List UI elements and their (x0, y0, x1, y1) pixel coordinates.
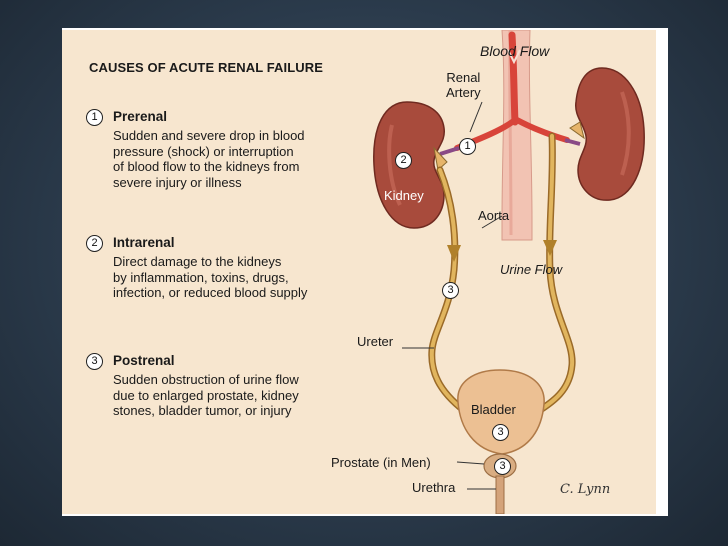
blood-flow-label: Blood Flow (480, 43, 550, 59)
renal-artery-label: Renal Artery (446, 70, 481, 100)
anatomy-illustration (373, 30, 645, 514)
cause-1-title: Prerenal (113, 109, 168, 124)
cause-1-number: 1 (86, 109, 103, 126)
cause-1-description: Sudden and severe drop in blood pressure… (113, 128, 305, 190)
urine-flow-label: Urine Flow (500, 262, 563, 277)
marker-3-ureter: 3 (442, 282, 459, 299)
leader-lines (402, 101, 503, 490)
left-urine-arrow (447, 245, 461, 262)
marker-2-kidney: 2 (395, 152, 412, 169)
right-kidney (575, 67, 645, 201)
cause-2-number: 2 (86, 235, 103, 252)
cause-2-title: Intrarenal (113, 235, 175, 250)
artist-signature: C. Lynn (560, 482, 611, 497)
cause-3-number: 3 (86, 353, 103, 370)
kidney-label: Kidney (384, 188, 424, 203)
cause-2-description: Direct damage to the kidneys by inflamma… (113, 254, 308, 300)
prostate-label: Prostate (in Men) (331, 455, 431, 470)
blood-flow-arrow (507, 49, 521, 65)
urethra-label: Urethra (412, 480, 456, 495)
ureters (428, 132, 576, 419)
marker-1-artery: 1 (459, 138, 476, 155)
bladder-label: Bladder (471, 402, 516, 417)
right-urine-arrow (543, 240, 557, 256)
urethra-shape (495, 475, 505, 514)
ureter-label: Ureter (357, 334, 394, 349)
marker-3-bladder: 3 (492, 424, 509, 441)
aorta-label: Aorta (478, 208, 510, 223)
marker-3-prostate: 3 (494, 458, 511, 475)
cause-3-title: Postrenal (113, 353, 175, 368)
cause-3-description: Sudden obstruction of urine flow due to … (113, 372, 299, 418)
renal-failure-figure: CAUSES OF ACUTE RENAL FAILURE 1 Prerenal… (62, 30, 656, 514)
figure-heading: CAUSES OF ACUTE RENAL FAILURE (89, 60, 324, 75)
bladder-shape (457, 369, 545, 455)
